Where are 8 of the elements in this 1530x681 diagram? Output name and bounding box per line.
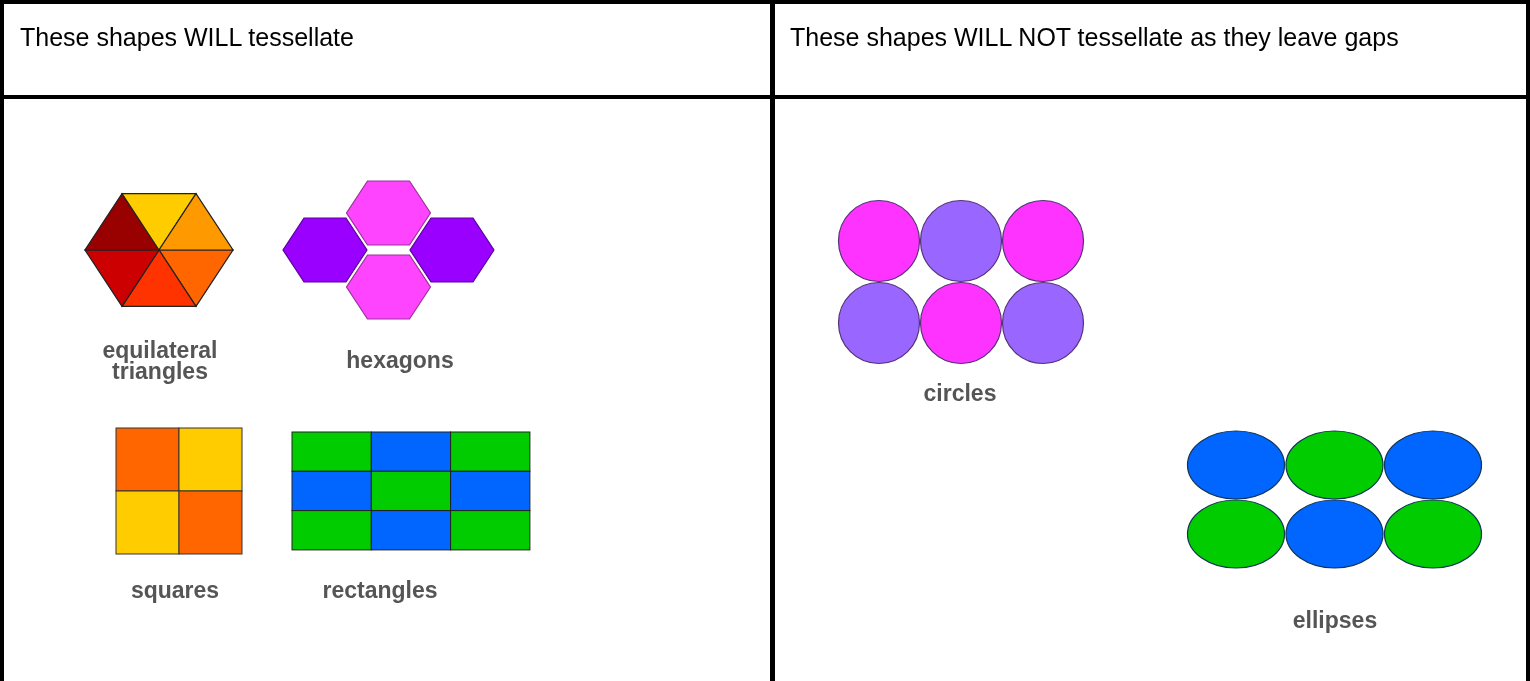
shape-caption: circles: [922, 383, 998, 404]
shape-caption: hexagons: [345, 350, 455, 371]
column-header: These shapes WILL tessellate: [20, 22, 355, 53]
column-header: These shapes WILL NOT tessellate as they leave gaps: [790, 22, 1400, 53]
shape-caption: equilateral triangles: [101, 340, 219, 382]
shape-caption: rectangles: [321, 580, 439, 601]
shape-caption: ellipses: [1291, 610, 1379, 631]
shape-caption: squares: [129, 580, 221, 601]
